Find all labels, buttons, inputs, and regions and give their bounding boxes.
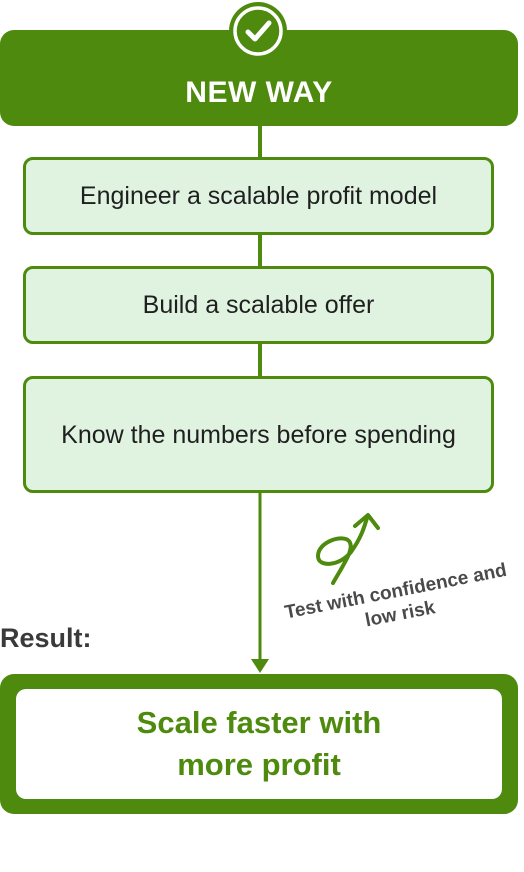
result-text: Scale faster with more profit: [136, 705, 382, 782]
flow-arrowhead: [251, 659, 269, 673]
result-box-inner: Scale faster with more profit: [16, 689, 502, 799]
checkmark-icon: [229, 2, 287, 60]
header-title: NEW WAY: [185, 76, 333, 109]
step-label: Know the numbers before spending: [61, 420, 456, 449]
step-label: Engineer a scalable profit model: [79, 182, 438, 210]
step-box: Build a scalable offer: [23, 266, 494, 344]
curly-arrow-icon: [315, 513, 380, 585]
connector-line: [258, 233, 262, 268]
step-box: Know the numbers before spending: [23, 376, 494, 493]
step-label: Build a scalable offer: [142, 291, 375, 319]
step-box: Engineer a scalable profit model: [23, 157, 494, 235]
connector-line: [258, 126, 262, 158]
result-label: Result:: [0, 623, 92, 653]
connector-line: [258, 342, 262, 378]
